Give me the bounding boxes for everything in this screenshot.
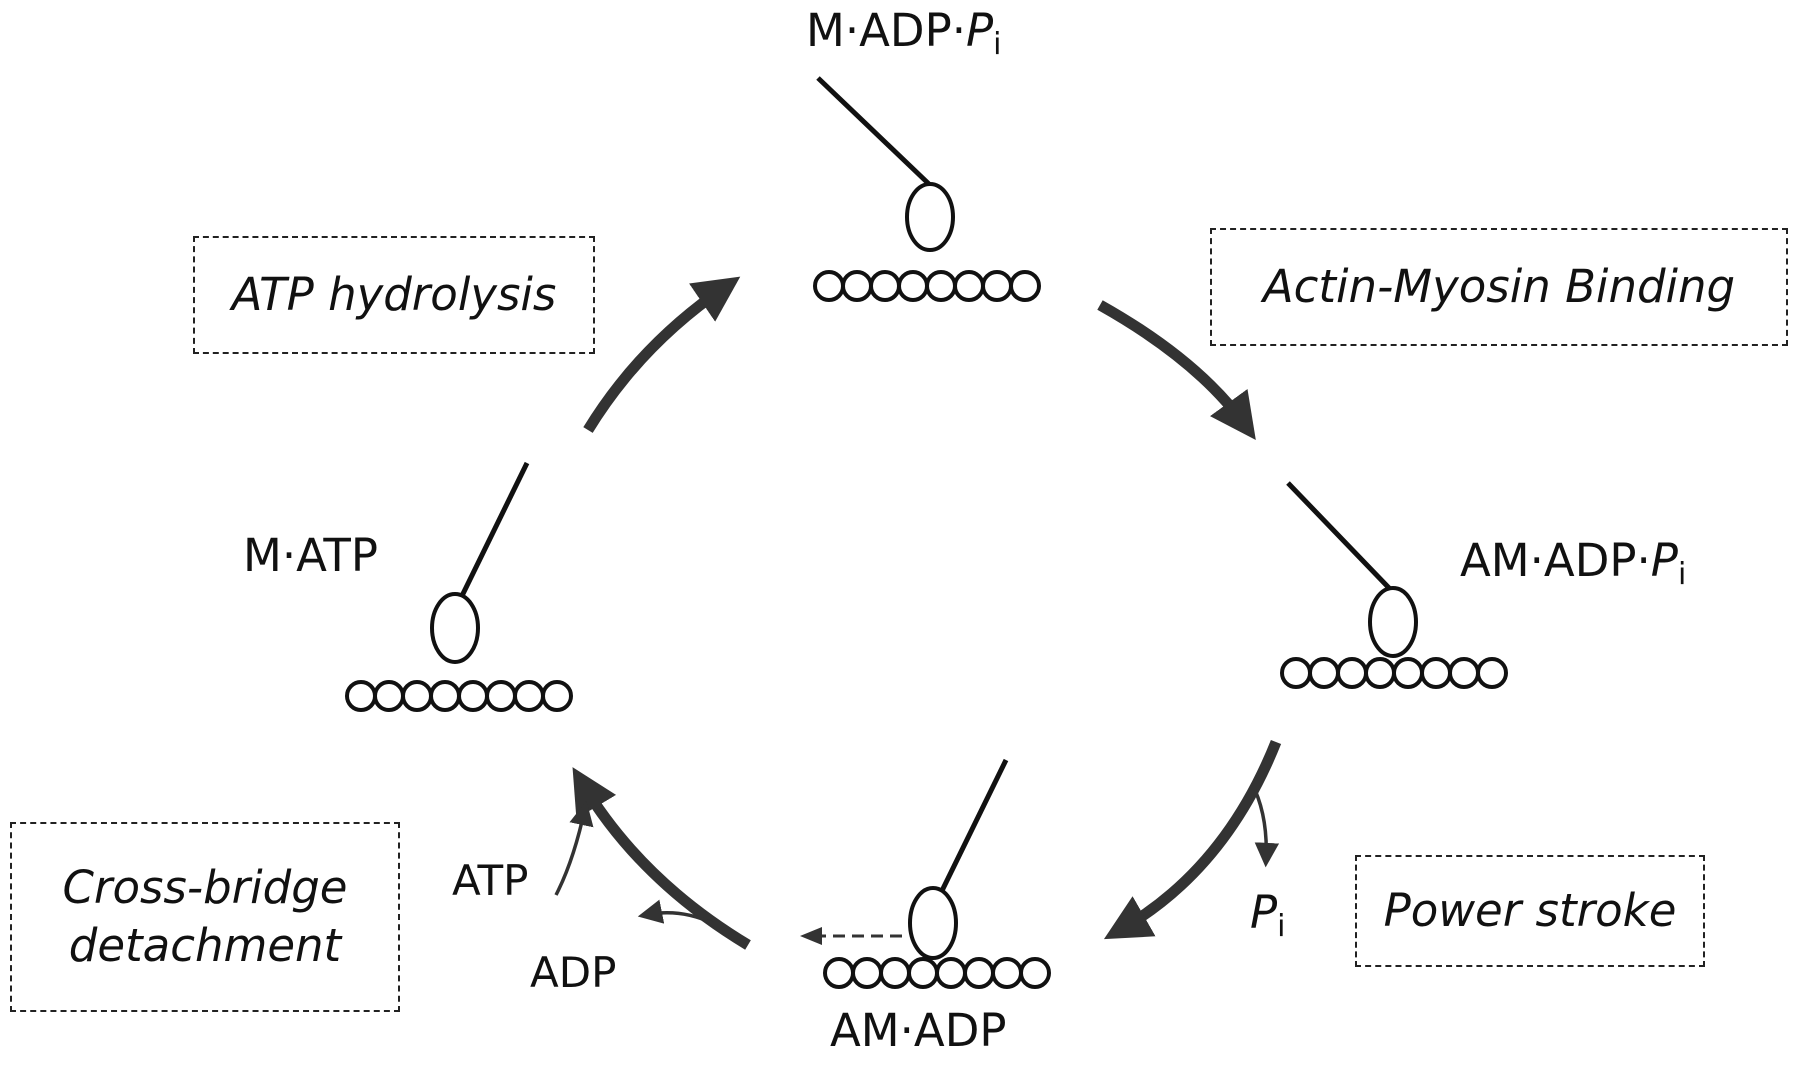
arrow-crossbridge-detachment [572, 767, 751, 950]
step-box-atp-hydrolysis: ATP hydrolysis [193, 236, 595, 354]
arrow-pi-release [1253, 789, 1280, 868]
actin-filament-top [813, 270, 1041, 302]
arrow-atp-hydrolysis [583, 276, 741, 433]
actin-filament-left [345, 680, 573, 712]
arrow-power-stroke [1103, 739, 1282, 940]
myosin-head-top [816, 76, 955, 252]
state-label-am-adp-pi: AM·ADP·Pi [1460, 534, 1687, 592]
arrow-atp-in [554, 800, 594, 896]
step-box-crossbridge-detachment: Cross-bridge detachment [10, 822, 400, 1012]
atp-label: ATP [452, 856, 529, 905]
step-box-actin-myosin-binding: Actin-Myosin Binding [1210, 228, 1788, 346]
actin-filament-right [1280, 657, 1508, 689]
arrow-adp-out [637, 899, 713, 925]
myosin-head-bottom [908, 758, 1009, 960]
arrow-actin-myosin-binding [1097, 300, 1256, 440]
pi-label: Pi [1250, 886, 1286, 944]
state-label-m-atp: M·ATP [243, 529, 379, 582]
step-box-power-stroke: Power stroke [1355, 855, 1705, 967]
dashed-arrow-bottom [800, 927, 902, 945]
adp-label: ADP [530, 948, 617, 997]
state-label-am-adp: AM·ADP [830, 1004, 1007, 1057]
actin-filament-bottom [823, 957, 1051, 989]
state-label-m-adp-pi: M·ADP·Pi [806, 4, 1002, 62]
myosin-head-left [430, 461, 530, 664]
myosin-head-right [1286, 481, 1418, 658]
